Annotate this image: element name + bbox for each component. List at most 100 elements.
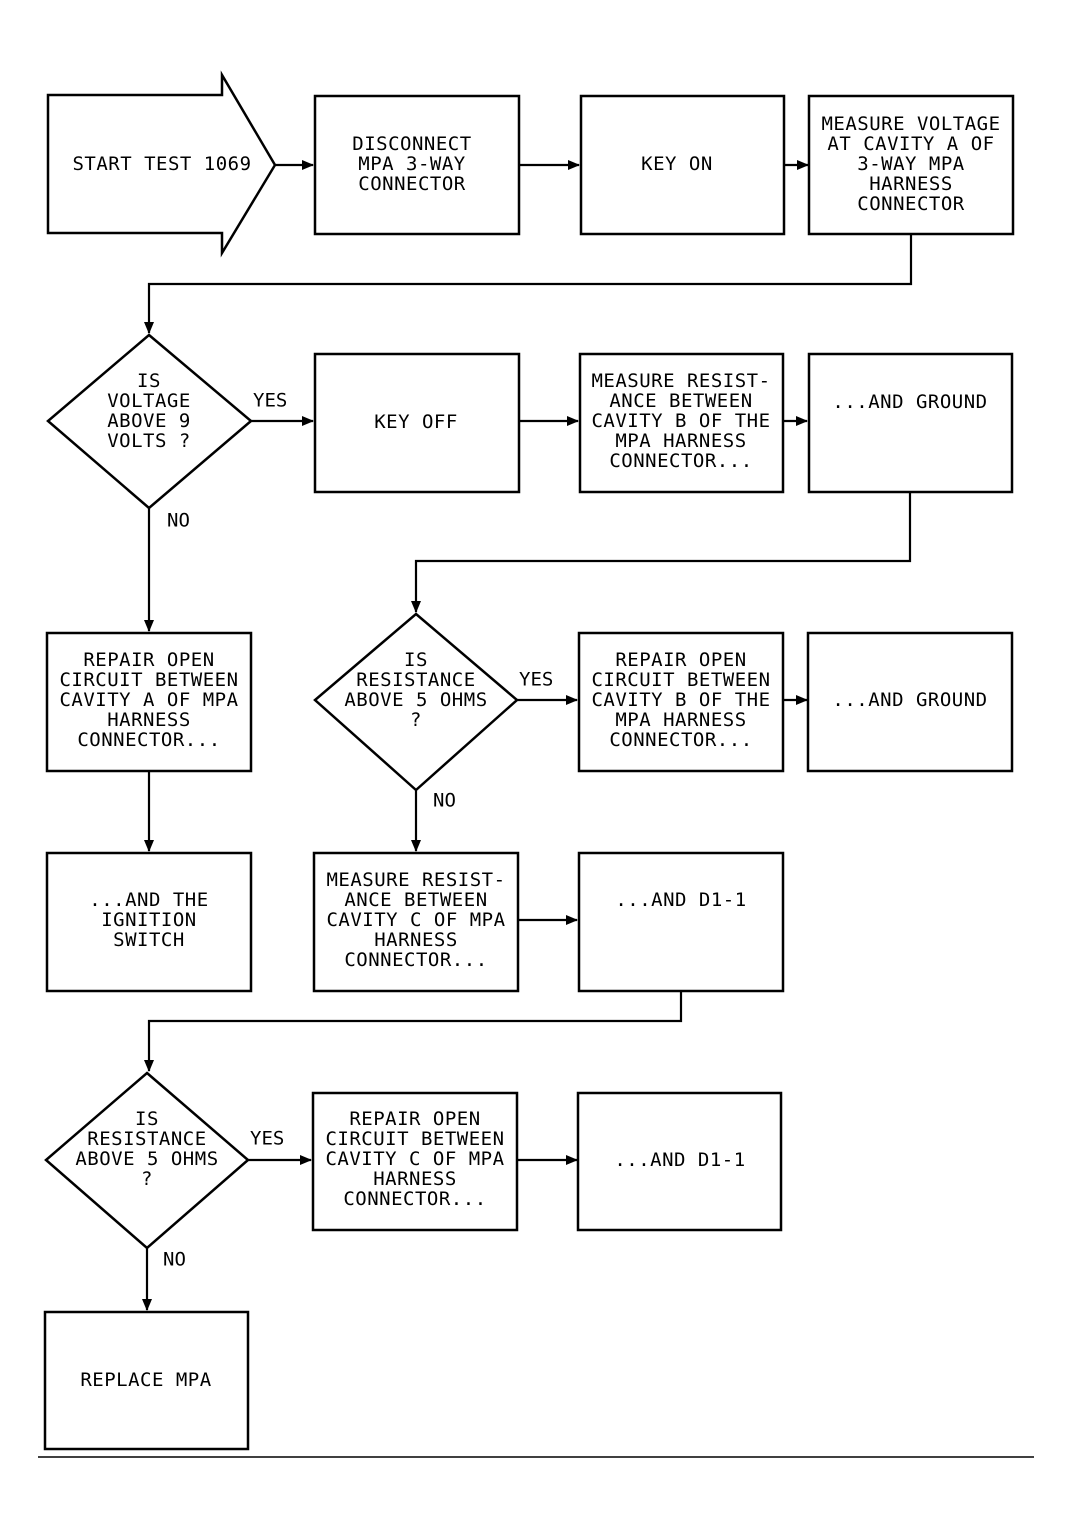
label-line: ...AND THE xyxy=(89,889,208,911)
label-line: MPA HARNESS xyxy=(615,709,746,731)
label-line: REPAIR OPEN xyxy=(615,649,746,671)
and-ground-1-label: ...AND GROUND xyxy=(832,391,987,413)
label-line: IGNITION xyxy=(101,909,197,931)
label-line: HARNESS xyxy=(869,173,953,195)
replace-mpa-label: REPLACE MPA xyxy=(80,1369,211,1391)
label-line: CAVITY C OF MPA xyxy=(325,1148,504,1170)
label-line: ? xyxy=(141,1168,153,1190)
label-line: 3-WAY MPA xyxy=(857,153,965,175)
label-line: MPA 3-WAY xyxy=(358,153,466,175)
voltage-decision xyxy=(46,333,253,510)
key-off-label: KEY OFF xyxy=(374,411,458,433)
label-line: CONNECTOR... xyxy=(609,450,752,472)
label-line: ABOVE 5 OHMS xyxy=(344,689,487,711)
label-line: CONNECTOR... xyxy=(343,1188,486,1210)
start-label: START TEST 1069 xyxy=(72,153,251,175)
and-ground-1-node xyxy=(807,352,1014,494)
and-ground-2-node xyxy=(806,631,1014,773)
label-line: IS xyxy=(404,649,428,671)
repair-c-node xyxy=(311,1091,519,1232)
measure-res-b-node xyxy=(578,352,785,494)
and-d1-2-label: ...AND D1-1 xyxy=(614,1149,745,1171)
and-d1-2-node xyxy=(576,1091,783,1232)
label-line: ...AND D1-1 xyxy=(615,889,746,911)
measure-voltage-node xyxy=(807,94,1015,236)
res-b-no-label: NO xyxy=(433,790,456,812)
voltage-yes-label: YES xyxy=(253,390,287,412)
edge-labels: YES NO YES NO YES NO xyxy=(163,390,553,1271)
label-line: SWITCH xyxy=(113,929,185,951)
label-line: MEASURE VOLTAGE xyxy=(821,113,1000,135)
label-line: AT CAVITY A OF xyxy=(827,133,994,155)
start-node xyxy=(46,70,277,258)
repair-b-node xyxy=(577,631,785,773)
voltage-no-label: NO xyxy=(167,510,190,532)
label-line: ABOVE 5 OHMS xyxy=(75,1148,218,1170)
repair-a-node xyxy=(45,631,253,773)
label-line: RESISTANCE xyxy=(87,1128,206,1150)
label-line: CONNECTOR... xyxy=(77,729,220,751)
res-c-decision xyxy=(44,1071,250,1250)
label-line: ? xyxy=(410,709,422,731)
disconnect-node xyxy=(313,94,521,236)
and-ground-2-label: ...AND GROUND xyxy=(832,689,987,711)
label-line: CONNECTOR... xyxy=(609,729,752,751)
label-line: REPAIR OPEN xyxy=(349,1108,480,1130)
label-line: RESISTANCE xyxy=(356,669,475,691)
and-d1-1-node xyxy=(577,851,785,993)
label-line: KEY OFF xyxy=(374,411,458,433)
label-line: CAVITY B OF THE xyxy=(591,410,770,432)
label-line: HARNESS xyxy=(373,1168,457,1190)
label-line: MPA HARNESS xyxy=(615,430,746,452)
edge-andground1-qresb xyxy=(411,492,912,613)
label-line: HARNESS xyxy=(374,929,458,951)
label-line: ABOVE 9 xyxy=(107,410,191,432)
label-line: REPAIR OPEN xyxy=(83,649,214,671)
label-line: CAVITY C OF MPA xyxy=(326,909,505,931)
label-line: DISCONNECT xyxy=(352,133,471,155)
label-line: CONNECTOR... xyxy=(344,949,487,971)
res-b-yes-label: YES xyxy=(519,669,553,691)
edge-measurevoltage-qvoltage xyxy=(144,234,913,334)
label-line: IS xyxy=(135,1108,159,1130)
label-line: CONNECTOR xyxy=(857,193,965,215)
label-line: CAVITY B OF THE xyxy=(591,689,770,711)
label-line: ANCE BETWEEN xyxy=(344,889,487,911)
label-line: IS xyxy=(137,370,161,392)
key-off-node xyxy=(313,352,521,494)
res-c-yes-label: YES xyxy=(250,1128,284,1150)
label-line: CIRCUIT BETWEEN xyxy=(591,669,770,691)
label-line: ANCE BETWEEN xyxy=(609,390,752,412)
label-line: MEASURE RESIST- xyxy=(591,370,770,392)
label-line: ...AND D1-1 xyxy=(614,1149,745,1171)
label-line: ...AND GROUND xyxy=(832,391,987,413)
label-line: CIRCUIT BETWEEN xyxy=(325,1128,504,1150)
key-on-label: KEY ON xyxy=(641,153,713,175)
and-d1-1-label: ...AND D1-1 xyxy=(615,889,746,911)
and-ignition-node xyxy=(45,851,253,993)
label-line: MEASURE RESIST- xyxy=(326,869,505,891)
res-c-no-label: NO xyxy=(163,1249,186,1271)
label-line: REPLACE MPA xyxy=(80,1369,211,1391)
label-line: START TEST 1069 xyxy=(72,153,251,175)
edge-andd1-qresc xyxy=(144,991,683,1072)
label-line: ...AND GROUND xyxy=(832,689,987,711)
nodes xyxy=(43,70,1015,1451)
key-on-node xyxy=(579,94,786,236)
replace-mpa-node xyxy=(43,1310,250,1451)
res-b-decision xyxy=(313,612,519,792)
label-line: KEY ON xyxy=(641,153,713,175)
